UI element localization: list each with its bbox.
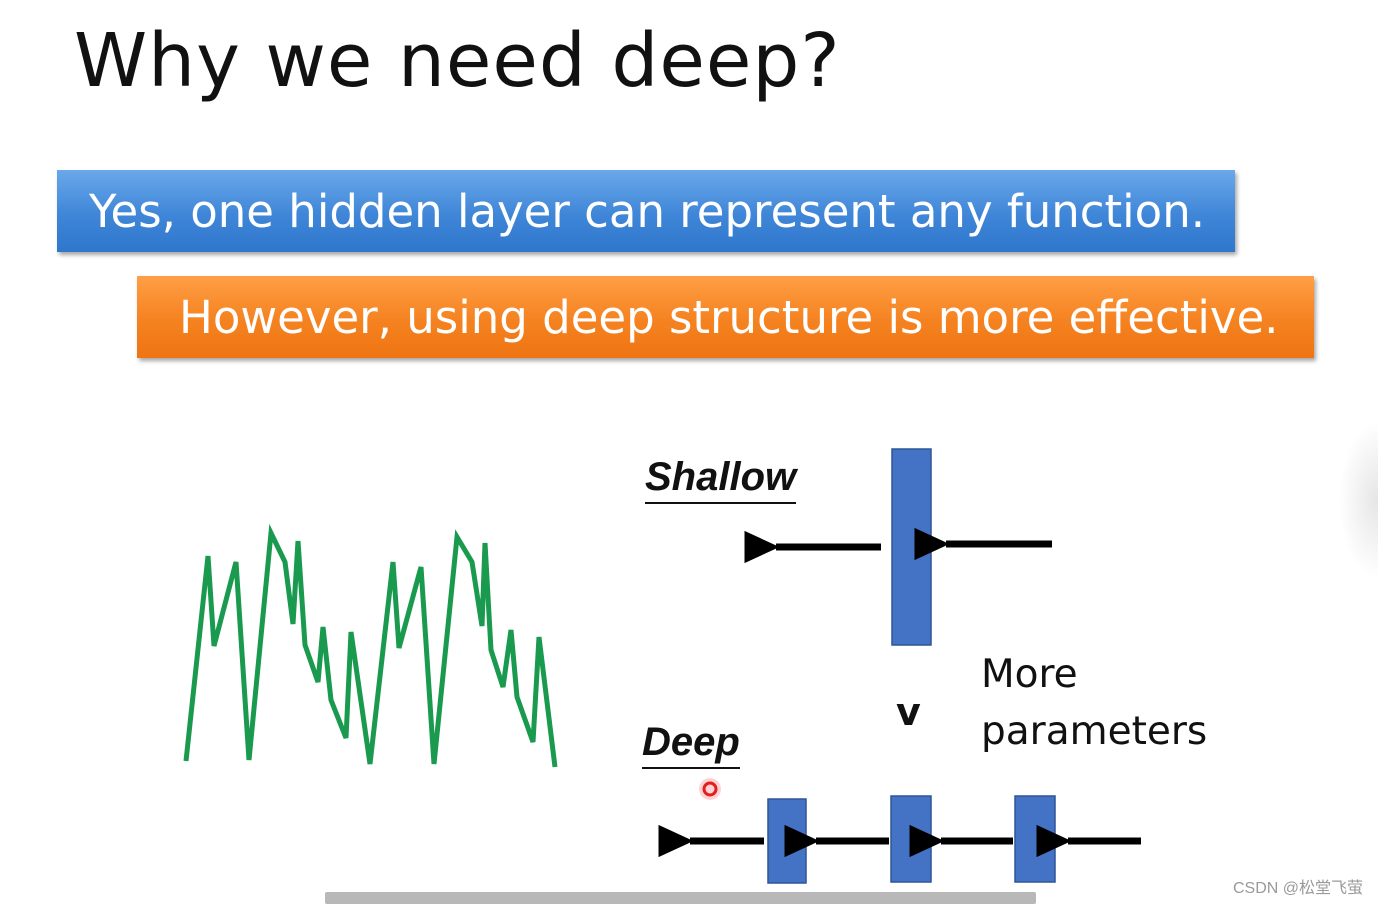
shallow-label: Shallow <box>645 454 797 504</box>
deep-hidden-layer-3 <box>1014 795 1056 883</box>
watermark: CSDN @松堂飞萤 <box>1232 880 1363 897</box>
pointer-dot <box>699 778 721 800</box>
banner-deep-structure-text: However, using deep structure is more ef… <box>179 290 1279 344</box>
more-parameters-line2: parameters <box>981 709 1208 754</box>
banner-one-hidden-layer: Yes, one hidden layer can represent any … <box>57 170 1235 252</box>
deep-hidden-layer-1 <box>767 798 807 884</box>
slide-title: Why we need deep? <box>74 18 841 104</box>
complex-function-curve <box>183 523 558 768</box>
deep-hidden-layer-2 <box>890 795 932 883</box>
shallow-hidden-layer <box>891 448 932 646</box>
comparison-sign: v <box>896 690 921 734</box>
deep-label: Deep <box>642 719 740 769</box>
pointer-dot-core <box>702 781 718 797</box>
horizontal-scrollbar[interactable] <box>325 892 1036 904</box>
more-parameters-line1: More <box>981 652 1078 697</box>
banner-one-hidden-layer-text: Yes, one hidden layer can represent any … <box>89 184 1206 238</box>
banner-deep-structure: However, using deep structure is more ef… <box>137 276 1314 358</box>
edge-shadow <box>1338 420 1378 580</box>
